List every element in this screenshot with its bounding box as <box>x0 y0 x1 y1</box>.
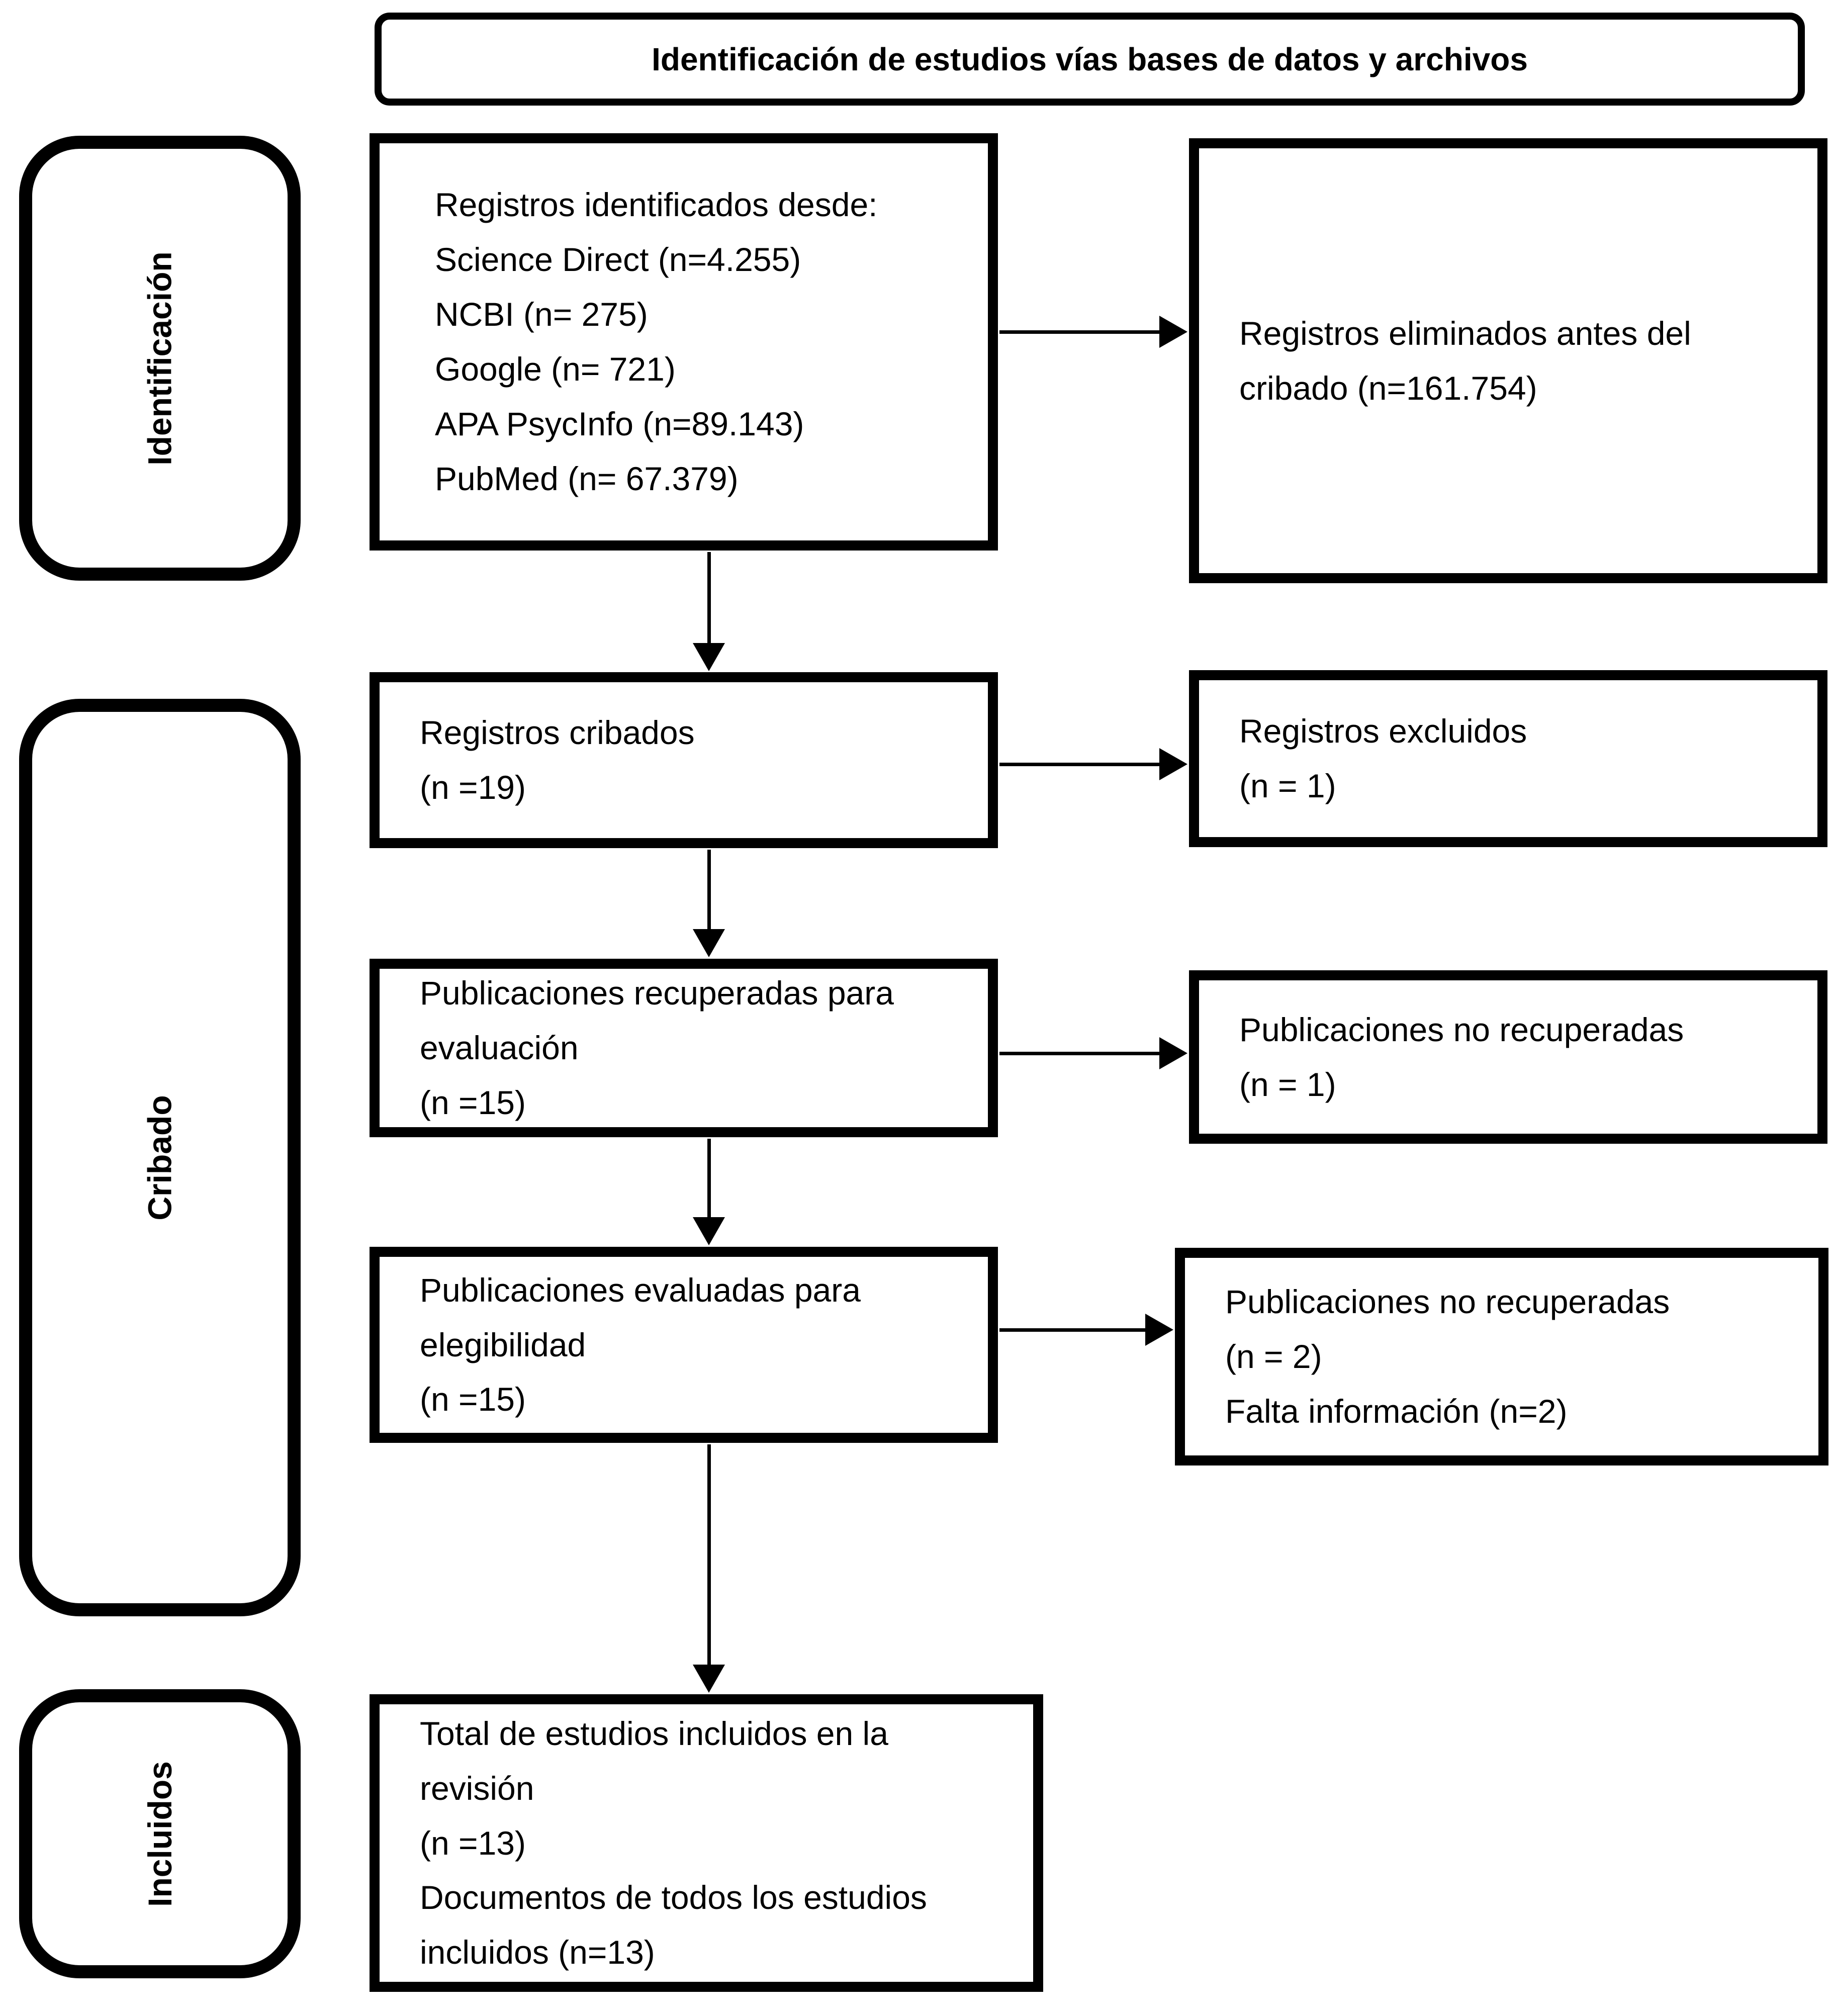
box-line: Registros identificados desde: <box>435 186 878 224</box>
box-publications-excluded-eligibility: Publicaciones no recuperadas (n = 2) Fal… <box>1175 1248 1828 1465</box>
box-line: elegibilidad <box>420 1326 586 1363</box>
box-line: (n =15) <box>420 1083 526 1121</box>
arrow-shaft <box>707 1139 711 1217</box>
diagram-title-text: Identificación de estudios vías bases de… <box>652 41 1528 77</box>
box-publications-not-retrieved: Publicaciones no recuperadas (n = 1) <box>1189 970 1827 1144</box>
stage-identificacion: Identificación <box>19 136 301 581</box>
arrow-shaft <box>999 1328 1145 1332</box>
box-line: Publicaciones no recuperadas <box>1225 1283 1670 1321</box>
box-line: revisión <box>420 1769 534 1807</box>
stage-incluidos: Incluidos <box>19 1689 301 1978</box>
arrow-shaft <box>707 552 711 643</box>
arrow-head-down-icon <box>693 1665 725 1693</box>
arrow-shaft <box>707 1444 711 1665</box>
box-line: Google (n= 721) <box>435 350 676 388</box>
box-line: Publicaciones recuperadas para <box>420 974 894 1012</box>
box-studies-included: Total de estudios incluidos en la revisi… <box>370 1694 1043 1992</box>
arrow-head-right-icon <box>1159 316 1187 348</box>
box-line: Registros excluidos <box>1239 712 1527 750</box>
box-line: APA PsycInfo (n=89.143) <box>435 405 804 442</box>
arrow-head-down-icon <box>693 1217 725 1245</box>
box-line: (n =15) <box>420 1381 526 1418</box>
arrow-identified-to-removed <box>999 316 1187 348</box>
box-line: Science Direct (n=4.255) <box>435 241 801 279</box>
arrow-shaft <box>999 1051 1159 1055</box>
arrow-head-down-icon <box>693 643 725 671</box>
box-line: Total de estudios incluidos en la <box>420 1714 888 1752</box>
arrow-screened-to-retrieved <box>693 850 725 957</box>
box-line: (n = 1) <box>1239 1065 1336 1103</box>
box-line: NCBI (n= 275) <box>435 296 648 333</box>
box-line: Falta información (n=2) <box>1225 1392 1568 1430</box>
box-line: (n =19) <box>420 769 526 806</box>
box-line: evaluación <box>420 1029 579 1067</box>
stage-cribado-label: Cribado <box>141 1094 178 1221</box>
box-line: Documentos de todos los estudios <box>420 1879 927 1916</box>
diagram-title: Identificación de estudios vías bases de… <box>375 13 1805 106</box>
arrow-assessed-to-excluded <box>999 1314 1173 1346</box>
box-line: Publicaciones evaluadas para <box>420 1271 861 1309</box>
stage-incluidos-label: Incluidos <box>141 1761 178 1907</box>
arrow-retrieved-to-assessed <box>693 1139 725 1245</box>
box-line: cribado (n=161.754) <box>1239 369 1537 407</box>
box-line: Publicaciones no recuperadas <box>1239 1011 1684 1048</box>
box-line: incluidos (n=13) <box>420 1934 655 1971</box>
box-records-removed-before-screening: Registros eliminados antes del cribado (… <box>1189 138 1827 583</box>
box-publications-retrieved: Publicaciones recuperadas para evaluació… <box>370 959 998 1137</box>
arrow-shaft <box>707 850 711 929</box>
arrow-identified-to-screened <box>693 552 725 671</box>
box-records-identified: Registros identificados desde: Science D… <box>370 133 998 551</box>
arrow-head-right-icon <box>1159 748 1187 780</box>
box-publications-assessed: Publicaciones evaluadas para elegibilida… <box>370 1247 998 1443</box>
arrow-shaft <box>999 762 1159 766</box>
arrow-head-right-icon <box>1145 1314 1173 1346</box>
box-records-screened: Registros cribados (n =19) <box>370 672 998 848</box>
box-line: PubMed (n= 67.379) <box>435 460 739 497</box>
box-line: (n = 1) <box>1239 767 1336 804</box>
stage-cribado: Cribado <box>19 699 301 1616</box>
box-line: (n = 2) <box>1225 1338 1322 1376</box>
box-records-excluded: Registros excluidos (n = 1) <box>1189 670 1827 847</box>
arrow-retrieved-to-not-retrieved <box>999 1037 1187 1069</box>
box-line: Registros eliminados antes del <box>1239 314 1691 352</box>
box-line: (n =13) <box>420 1824 526 1862</box>
arrow-screened-to-excluded <box>999 748 1187 780</box>
arrow-head-right-icon <box>1159 1037 1187 1069</box>
arrow-head-down-icon <box>693 929 725 957</box>
arrow-assessed-to-included <box>693 1444 725 1693</box>
arrow-shaft <box>999 330 1159 334</box>
stage-identificacion-label: Identificación <box>141 251 178 466</box>
box-line: Registros cribados <box>420 714 695 752</box>
